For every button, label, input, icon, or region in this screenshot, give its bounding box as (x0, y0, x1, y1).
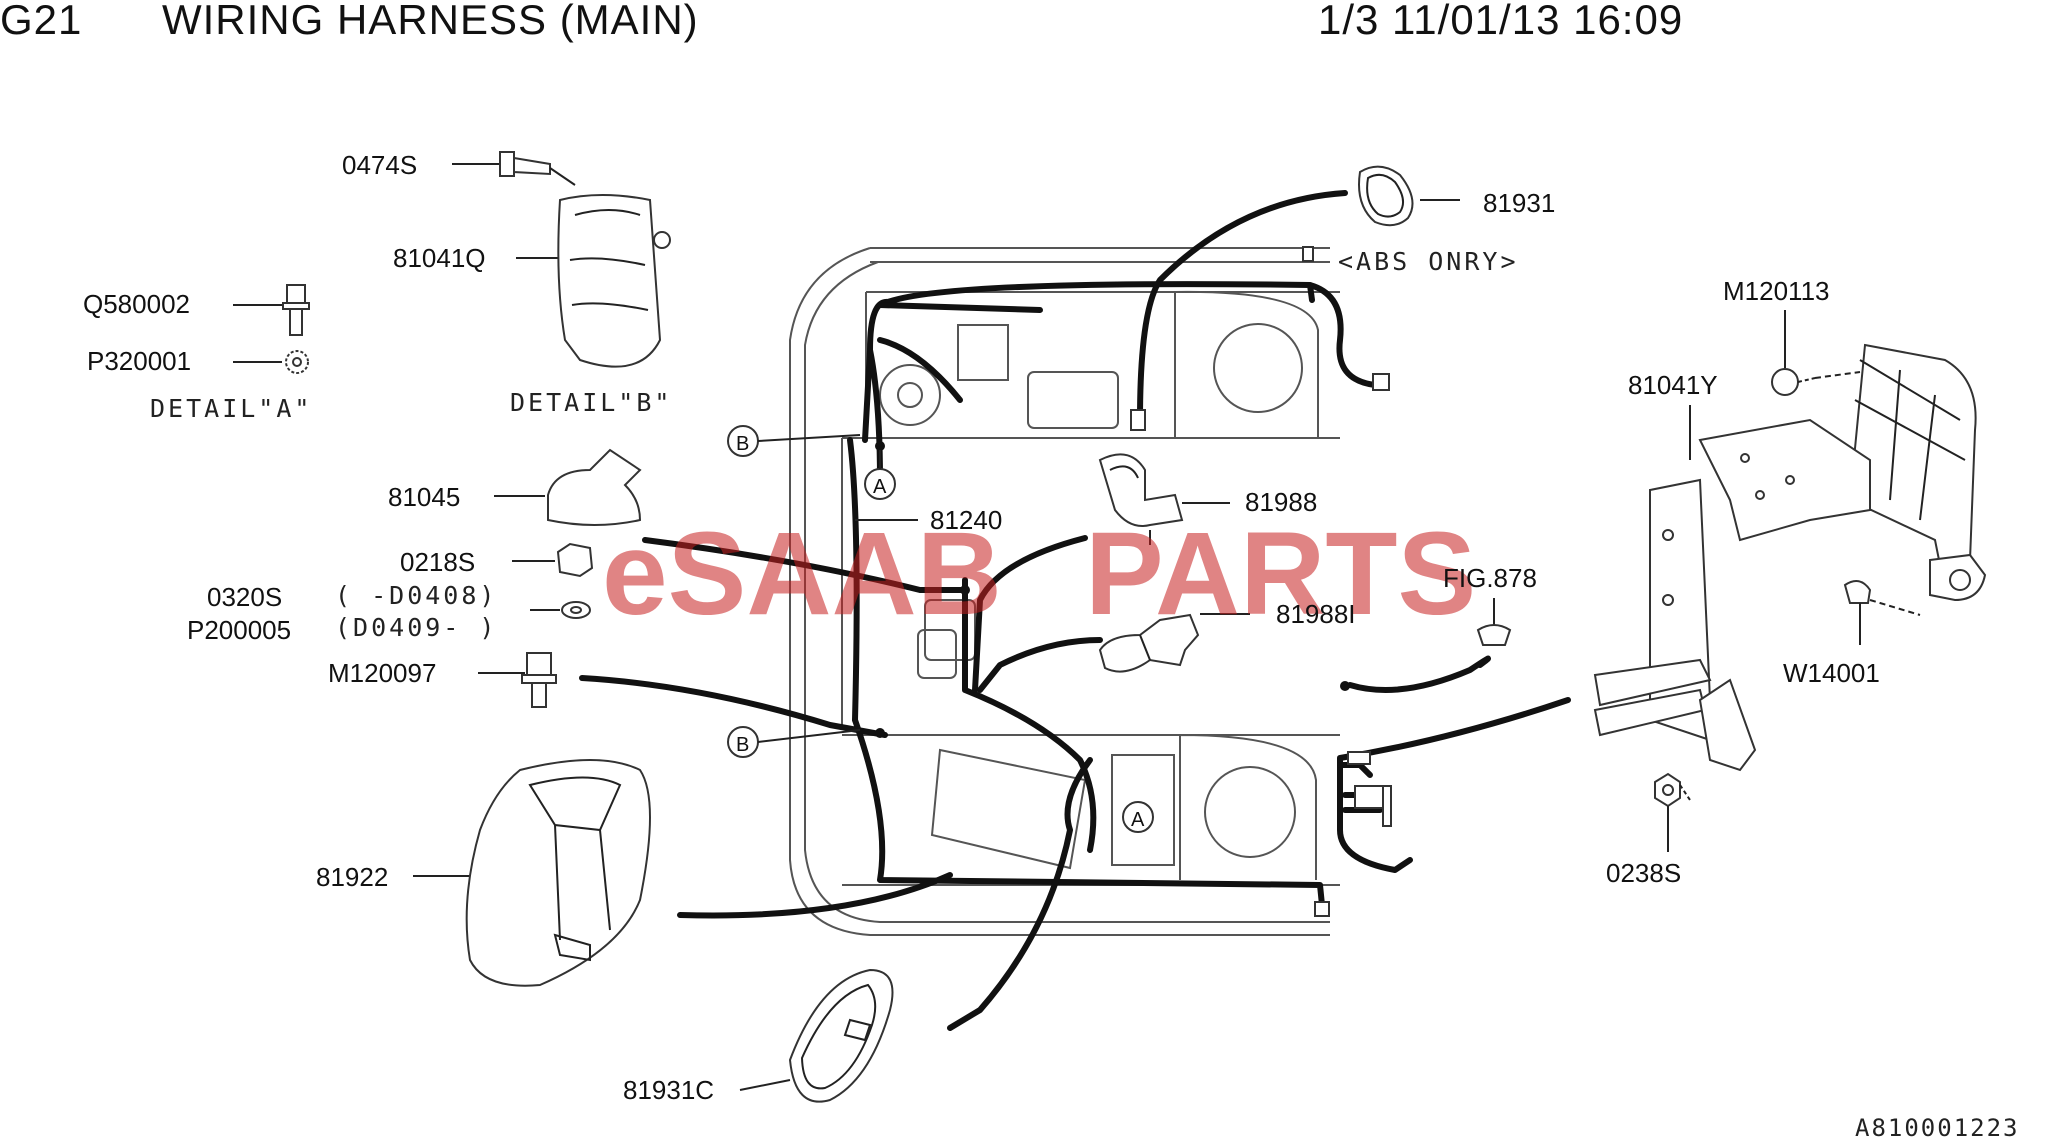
washer-0320s (530, 601, 591, 619)
label-81240: 81240 (930, 505, 1002, 535)
label-0320s: 0320S (207, 582, 282, 612)
label-81931: 81931 (1483, 188, 1555, 218)
header-meta: 1/3 11/01/13 16:09 (1318, 0, 1684, 43)
drawing-number: A810001223 (1855, 1114, 2020, 1141)
label-0218s: 0218S (400, 547, 475, 577)
label-81041q: 81041Q (393, 243, 486, 273)
bolt-m120097 (478, 652, 557, 708)
bracket-81041y (1593, 343, 1987, 772)
ring-81931 (1358, 165, 1460, 227)
label-81988: 81988 (1245, 487, 1317, 517)
ref-circles (727, 425, 1154, 833)
label-0474s: 0474S (342, 150, 417, 180)
label-0238s: 0238S (1606, 858, 1681, 888)
body-frame (789, 247, 1340, 936)
label-fig878: FIG.878 (1443, 563, 1537, 593)
screw-m120113 (1771, 310, 1861, 396)
label-0320s-range: ( -D0408) (335, 581, 497, 610)
ref-b-upper: B (736, 433, 749, 455)
nut-0238s (1654, 772, 1691, 852)
label-detail-a: DETAIL"A" (150, 394, 312, 423)
label-p200005: P200005 (187, 615, 291, 645)
bracket-81041q (516, 194, 671, 368)
label-m120097: M120097 (328, 658, 436, 688)
watermark: eSAAB PARTS (602, 508, 1476, 640)
label-p320001: P320001 (87, 346, 191, 376)
grommet-81931c (739, 968, 894, 1103)
label-q580002: Q580002 (83, 289, 190, 319)
watermark-parts: PARTS (1085, 508, 1476, 640)
ref-b-lower: B (736, 734, 749, 756)
cover-81922 (413, 759, 651, 987)
header-code: G21 (0, 0, 83, 43)
label-w14001: W14001 (1783, 658, 1880, 688)
label-81041y: 81041Y (1628, 370, 1718, 400)
bolt-q580002 (233, 284, 310, 336)
bolt-0474s (452, 151, 576, 186)
label-81988i: 81988I (1276, 599, 1356, 629)
label-81922: 81922 (316, 862, 388, 892)
label-abs-only: <ABS ONRY> (1338, 247, 1519, 276)
harness-wires (579, 190, 1571, 1031)
header-title: WIRING HARNESS (MAIN) (162, 0, 699, 43)
clip-fig878 (1476, 598, 1512, 646)
part-labels: 0474S 81041Q Q580002 P320001 DETAIL"A" D… (83, 150, 2020, 1141)
clip-81988i (1098, 613, 1250, 673)
clip-w14001 (1843, 580, 1921, 645)
cap-81045 (494, 448, 642, 526)
label-p200005-range: (D0409- ) (335, 613, 497, 642)
watermark-esaab: eSAAB (602, 508, 1002, 640)
label-81045: 81045 (388, 482, 460, 512)
label-m120113: M120113 (1723, 276, 1830, 306)
clip-81988 (1098, 453, 1230, 545)
ref-a-upper: A (873, 476, 887, 498)
ref-a-lower: A (1131, 809, 1145, 831)
washer-p320001 (233, 350, 309, 374)
nut-0218s (512, 542, 594, 578)
label-81931c: 81931C (623, 1075, 714, 1105)
label-detail-b: DETAIL"B" (510, 388, 672, 417)
connectors (875, 246, 1392, 917)
